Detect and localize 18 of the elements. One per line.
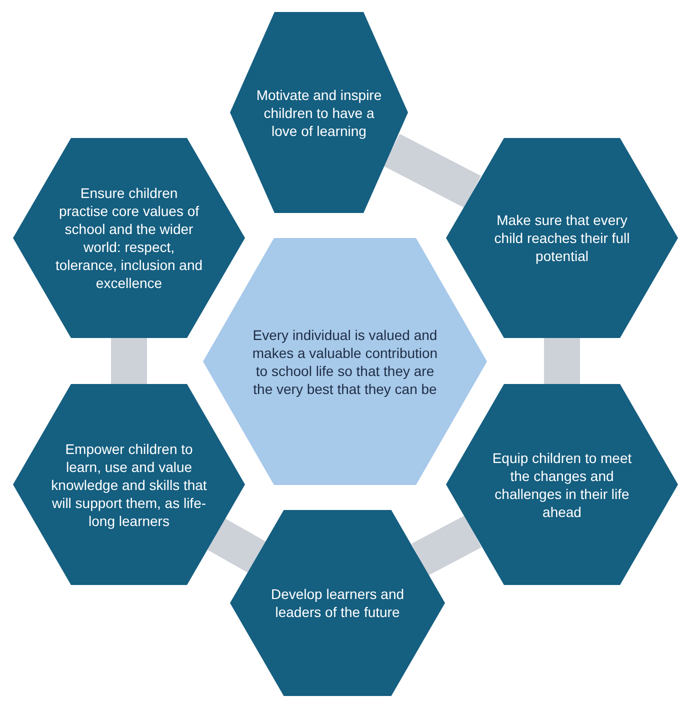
hexagon-text: Make sure that every child reaches their full potential	[493, 211, 631, 265]
hexagon	[230, 12, 408, 213]
connector-band	[544, 338, 580, 384]
hexagon-text: Empower children to learn, use and value knowledge and skills that will support them, as life-long learners	[50, 440, 208, 530]
connector-band	[111, 338, 147, 384]
connector-band	[207, 518, 266, 573]
hexagon-text: Every individual is valued and makes a valuable contribution to school life so that they are the very best that they can be	[251, 326, 439, 398]
connector-band	[411, 516, 482, 576]
hexagon-text: Equip children to meet the changes and challenges in their life ahead	[491, 448, 633, 520]
hexagon	[446, 384, 678, 585]
hexagon-text: Ensure children practise core values of school and the wider world: respect, tolerance, inclusion and excellence	[54, 184, 204, 292]
hexagon	[13, 384, 245, 585]
hexagon	[13, 138, 245, 338]
hexagon-text: Develop learners and leaders of the future	[270, 585, 406, 621]
hexagon	[230, 510, 445, 696]
hexagon-text: Motivate and inspire children to have a love of learning	[255, 86, 383, 140]
hexagon	[446, 138, 678, 338]
connector-band	[383, 134, 481, 208]
